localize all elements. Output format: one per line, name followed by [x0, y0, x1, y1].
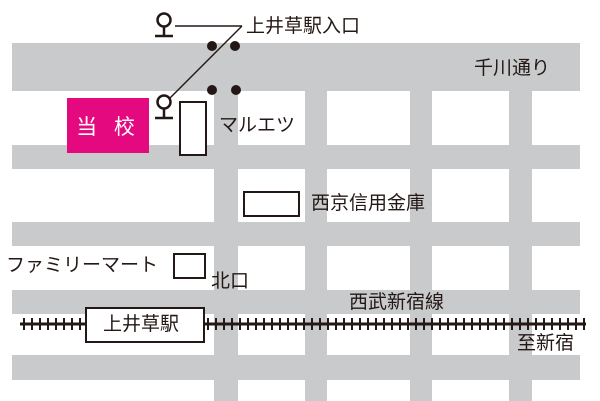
familymart-label: ファミリーマート — [6, 254, 159, 276]
traffic-signal-dot-icon — [207, 85, 217, 95]
bank-label: 西京信用金庫 — [311, 192, 426, 214]
traffic-signal-dot-icon — [230, 41, 240, 51]
road-v-1 — [214, 91, 238, 401]
familymart-building — [173, 253, 206, 279]
chikawa-street-road — [12, 43, 580, 91]
entrance-label: 上井草駅入口 — [246, 15, 361, 37]
road-h-2 — [12, 222, 580, 246]
maruetsu-label: マルエツ — [219, 114, 296, 136]
leader-lines — [169, 25, 243, 99]
school-marker: 当 校 — [67, 98, 149, 153]
traffic-signal-dot-icon — [231, 85, 241, 95]
station-label: 上井草駅 — [103, 313, 180, 335]
bus-stop-icon — [155, 94, 173, 120]
traffic-signal-dot-icon — [207, 41, 217, 51]
road-network — [12, 43, 580, 401]
north-exit-label: 北口 — [211, 270, 250, 292]
traffic-signal-dots — [207, 41, 241, 95]
station-building — [85, 307, 205, 343]
road-h-4 — [12, 355, 580, 380]
direction-label: 至新宿 — [517, 332, 575, 354]
bus-stop-icon — [155, 12, 173, 38]
road-v-2 — [305, 91, 327, 401]
railway-ties — [23, 318, 585, 330]
maruetsu-building — [179, 101, 207, 156]
bank-building — [243, 191, 300, 217]
road-v-3 — [410, 91, 432, 401]
street-label: 千川通り — [474, 57, 551, 79]
road-v-4 — [509, 91, 532, 401]
railway-label: 西武新宿線 — [349, 291, 445, 313]
entrance-diagonal-line — [169, 25, 243, 99]
